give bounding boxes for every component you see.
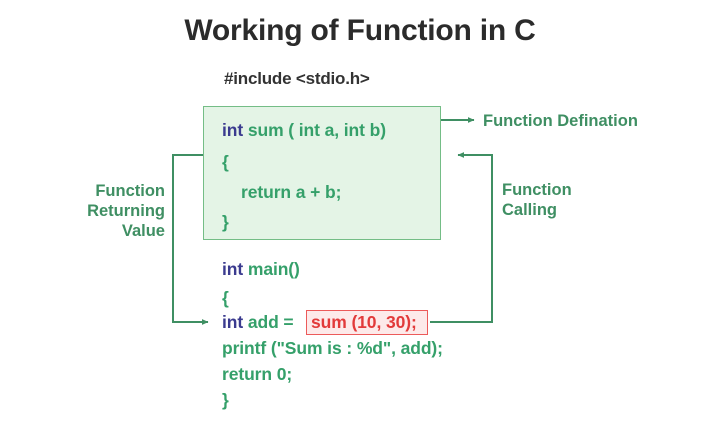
code-line-main-open-brace: { xyxy=(222,288,229,308)
code-line-return-a-plus-b: return a + b; xyxy=(222,182,342,202)
label-function-definition: Function Defination xyxy=(483,112,638,130)
keyword-int: int xyxy=(222,120,244,140)
label-function-returning-value: Function Returning Value xyxy=(87,182,165,240)
keyword-int: int xyxy=(222,312,244,332)
function-definition-box xyxy=(203,106,441,240)
code-line-main-signature: int main() xyxy=(222,259,300,280)
code-line-main-close-brace: } xyxy=(222,390,229,410)
sum-signature-rest: sum ( int a, int b) xyxy=(243,120,386,140)
code-line-return-zero: return 0; xyxy=(222,364,293,384)
label-function-calling: Function Calling xyxy=(502,181,572,219)
page-title: Working of Function in C xyxy=(184,14,536,47)
code-line-sum-signature: int sum ( int a, int b) xyxy=(222,120,386,141)
code-line-def-open-brace: { xyxy=(222,152,229,172)
function-call-expression: sum (10, 30); xyxy=(311,312,417,332)
int-add-rest: add = xyxy=(243,312,294,332)
keyword-int: int xyxy=(222,259,244,279)
main-signature-rest: main() xyxy=(243,259,300,279)
code-line-printf: printf ("Sum is : %d", add); xyxy=(222,338,443,358)
code-line-include: #include <stdio.h> xyxy=(224,69,370,88)
function-call-highlight-box xyxy=(306,310,428,335)
code-line-def-close-brace: } xyxy=(222,212,229,232)
code-line-int-add: int add = xyxy=(222,312,294,333)
